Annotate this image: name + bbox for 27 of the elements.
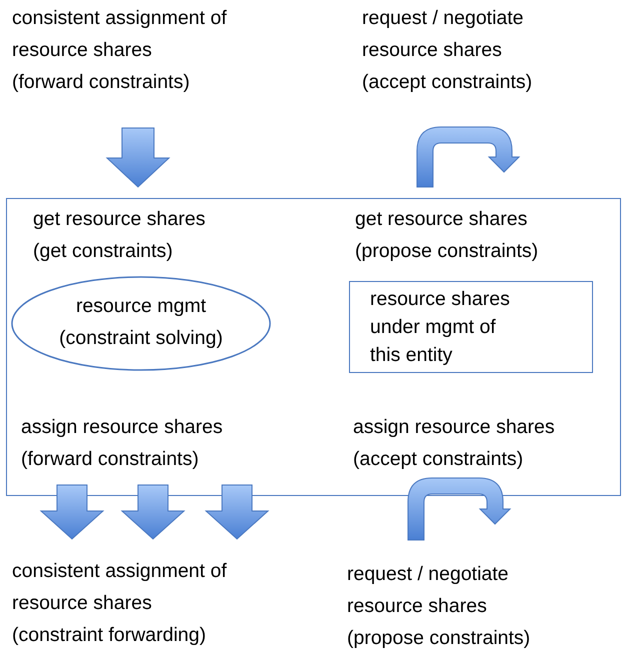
- note-text: (accept constraints): [362, 70, 534, 95]
- shape-label: resource mgmt: [74, 294, 208, 319]
- bent-block-arrow: [408, 478, 510, 540]
- heading-text: consistent assignment of resource shares: [12, 559, 228, 616]
- note-text: (propose constraints): [355, 239, 540, 264]
- shape-label: resource shares under mgmt of this entity: [370, 287, 511, 368]
- note-text: (forward constraints): [12, 70, 191, 95]
- note-text: (forward constraints): [21, 447, 200, 472]
- heading-text: get resource shares: [33, 207, 206, 232]
- note-text: (propose constraints): [347, 626, 532, 651]
- heading-text: assign resource shares: [353, 415, 556, 440]
- heading-text: request / negotiate resource shares: [362, 6, 525, 63]
- heading-text: request / negotiate resource shares: [347, 562, 510, 619]
- bent-block-arrow: [416, 126, 520, 188]
- block-arrow: [120, 484, 186, 540]
- block-arrow: [204, 484, 270, 540]
- entity-box: [6, 198, 621, 496]
- resource-box: [349, 281, 593, 373]
- block-arrow: [106, 128, 170, 188]
- shape-label: (constraint solving): [58, 326, 224, 351]
- block-arrow: [40, 484, 104, 540]
- heading-text: get resource shares: [355, 207, 528, 232]
- note-text: (get constraints): [33, 239, 174, 264]
- note-text: (accept constraints): [353, 447, 524, 472]
- heading-text: assign resource shares: [21, 415, 224, 440]
- note-text: (constraint forwarding): [12, 623, 207, 648]
- heading-text: consistent assignment of resource shares: [12, 6, 228, 63]
